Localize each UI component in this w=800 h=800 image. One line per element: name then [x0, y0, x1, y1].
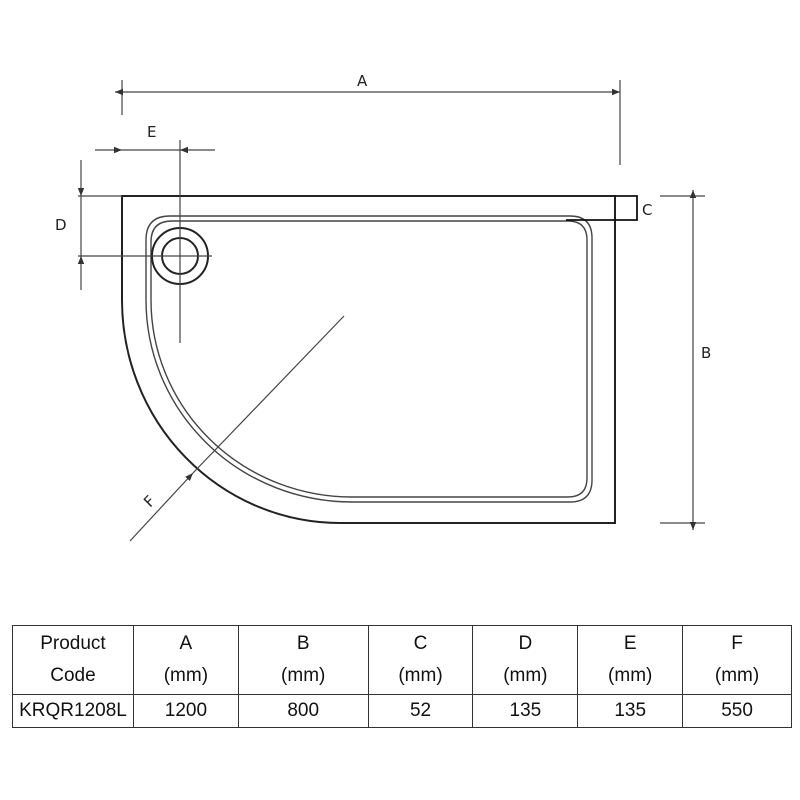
- label-f: F: [140, 492, 159, 511]
- cell-d: 135: [472, 694, 579, 728]
- shower-tray-diagram: A E D C B F: [55, 72, 711, 542]
- tray-basin-inner: [150, 220, 588, 498]
- header-f: F(mm): [682, 625, 792, 695]
- cell-product-code: KRQR1208L: [12, 694, 134, 728]
- cell-a: 1200: [132, 694, 239, 728]
- header-e: E(mm): [577, 625, 684, 695]
- cell-c: 52: [367, 694, 474, 728]
- cell-f: 550: [682, 694, 792, 728]
- label-e: E: [147, 123, 156, 141]
- dimension-f: [129, 315, 345, 542]
- table-row: KRQR1208L 1200 800 52 135 135 550: [12, 694, 792, 728]
- header-b: B(mm): [237, 625, 369, 695]
- label-c: C: [642, 201, 652, 219]
- header-a: A(mm): [132, 625, 239, 695]
- label-a: A: [357, 72, 368, 90]
- header-d: D(mm): [472, 625, 579, 695]
- dimension-d: [77, 160, 212, 290]
- label-d: D: [55, 216, 67, 234]
- cell-e: 135: [577, 694, 684, 728]
- dimension-c: [566, 195, 638, 221]
- tray-basin-outer: [145, 215, 593, 503]
- dimension-b: [660, 190, 705, 530]
- header-c: C(mm): [367, 625, 474, 695]
- cell-b: 800: [237, 694, 369, 728]
- dimension-e: [95, 140, 215, 343]
- tray-outline: [121, 195, 616, 524]
- label-b: B: [701, 344, 711, 362]
- dimension-a: [115, 80, 621, 165]
